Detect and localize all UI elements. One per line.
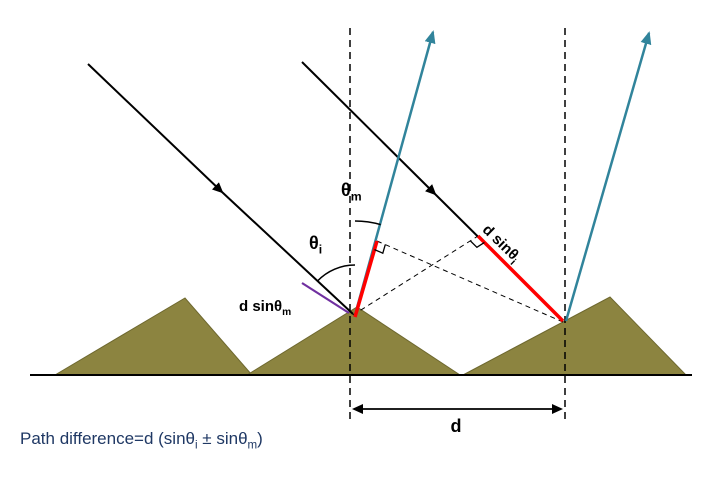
label-leader-line bbox=[301, 282, 350, 314]
theta-m-subscript: m bbox=[350, 189, 362, 204]
path-segment-d-sin-theta-i bbox=[476, 234, 565, 323]
theta-i-symbol: θ bbox=[309, 233, 319, 253]
incident-ray-1 bbox=[87, 63, 354, 315]
theta-i-arc bbox=[316, 264, 356, 282]
d-sin-theta-m-subscript: m bbox=[282, 307, 292, 318]
d-sin-theta-m-text: d sinθ bbox=[239, 298, 283, 315]
formula-subscript-m: m bbox=[247, 439, 258, 452]
theta-i-label: θi bbox=[309, 233, 323, 257]
groove-spacing-label: d bbox=[450, 416, 462, 436]
d-sin-theta-m-label: d sinθm bbox=[239, 298, 292, 318]
groove-triangle-3 bbox=[462, 296, 688, 376]
diffracted-ray-2 bbox=[564, 31, 652, 322]
right-angle-marker-1 bbox=[374, 244, 386, 255]
theta-m-label: θm bbox=[341, 180, 362, 204]
formula-suffix: ) bbox=[257, 429, 263, 448]
groove-triangle-1 bbox=[53, 297, 254, 376]
theta-m-symbol: θ bbox=[341, 180, 351, 200]
path-segment-d-sin-theta-m bbox=[353, 240, 379, 318]
formula-prefix: Path difference=d (sinθ bbox=[20, 429, 195, 448]
formula-middle: ± sinθ bbox=[197, 429, 248, 448]
right-angle-marker-2 bbox=[470, 240, 485, 249]
perpendicular-dashed-to-incident bbox=[352, 235, 479, 316]
theta-m-arc bbox=[354, 220, 381, 226]
formula-subscript-i: i bbox=[195, 439, 198, 452]
perpendicular-dashed-to-diffracted bbox=[376, 240, 564, 323]
theta-i-subscript: i bbox=[318, 242, 323, 257]
path-difference-formula: Path difference=d (sinθi ± sinθm) bbox=[20, 429, 263, 452]
